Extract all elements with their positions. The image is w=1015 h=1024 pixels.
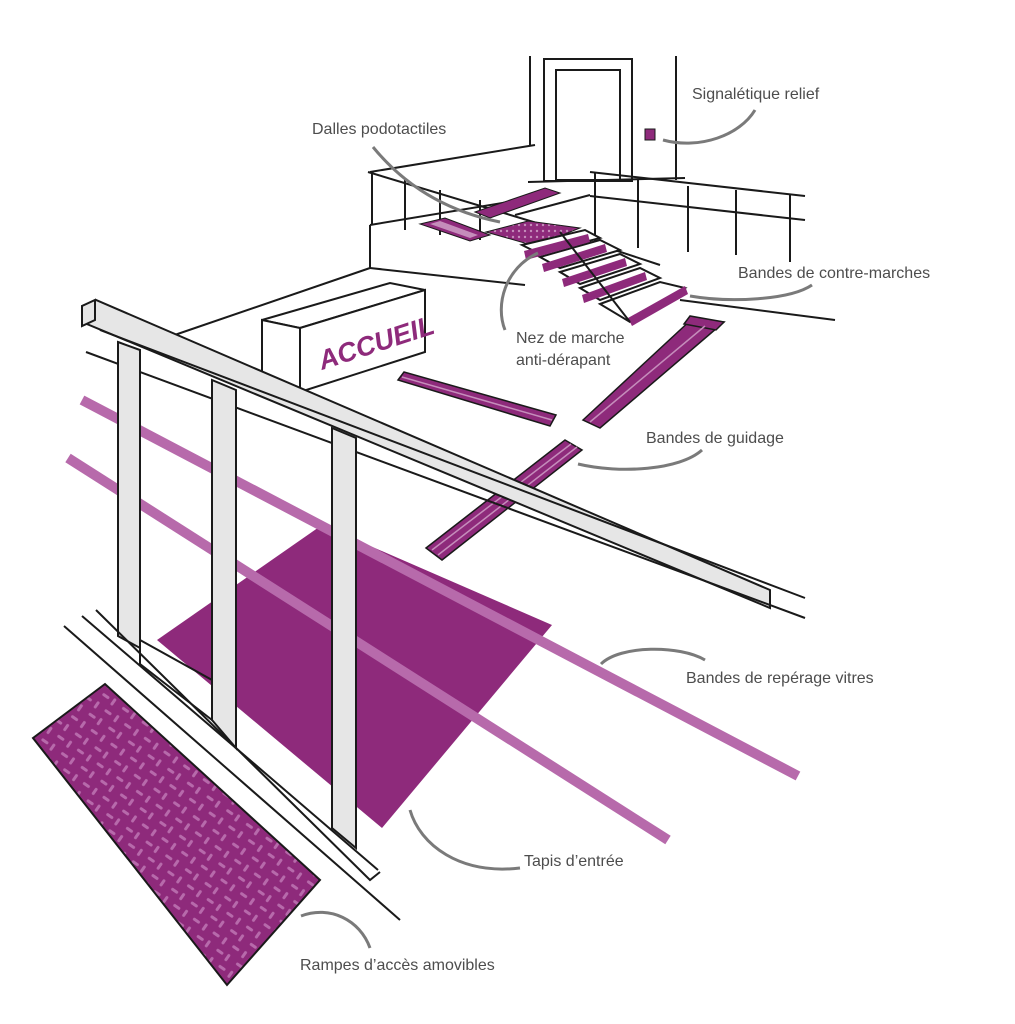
relief-sign-icon (644, 128, 656, 141)
building-door (529, 56, 677, 182)
stairs (519, 228, 688, 326)
label-rampes-acces: Rampes d’accès amovibles (300, 957, 495, 974)
reception-desk (261, 281, 426, 394)
glass-marking-bands (65, 395, 801, 845)
guidance-strips (396, 315, 726, 561)
label-signaletique-relief: Signalétique relief (692, 86, 820, 103)
upper-left-railing (367, 171, 561, 240)
label-nez-de-marche: Nez de marche anti-dérapant (516, 328, 625, 372)
label-bandes-reperage-vitres: Bandes de repérage vitres (686, 670, 874, 687)
removable-ramp (31, 682, 322, 987)
label-bandes-contre-marches: Bandes de contre-marches (738, 265, 931, 282)
label-dalles-podotactiles: Dalles podotactiles (312, 121, 447, 138)
label-bandes-guidage: Bandes de guidage (646, 430, 784, 447)
front-railing (63, 298, 806, 921)
label-tapis-entree: Tapis d’entrée (524, 853, 624, 870)
podotactile-tiles (418, 187, 582, 247)
label-nez-line1: Nez de marche (516, 330, 625, 347)
label-nez-line2: anti-dérapant (516, 352, 611, 369)
leader-lines (300, 109, 813, 949)
upper-platform (159, 144, 836, 341)
